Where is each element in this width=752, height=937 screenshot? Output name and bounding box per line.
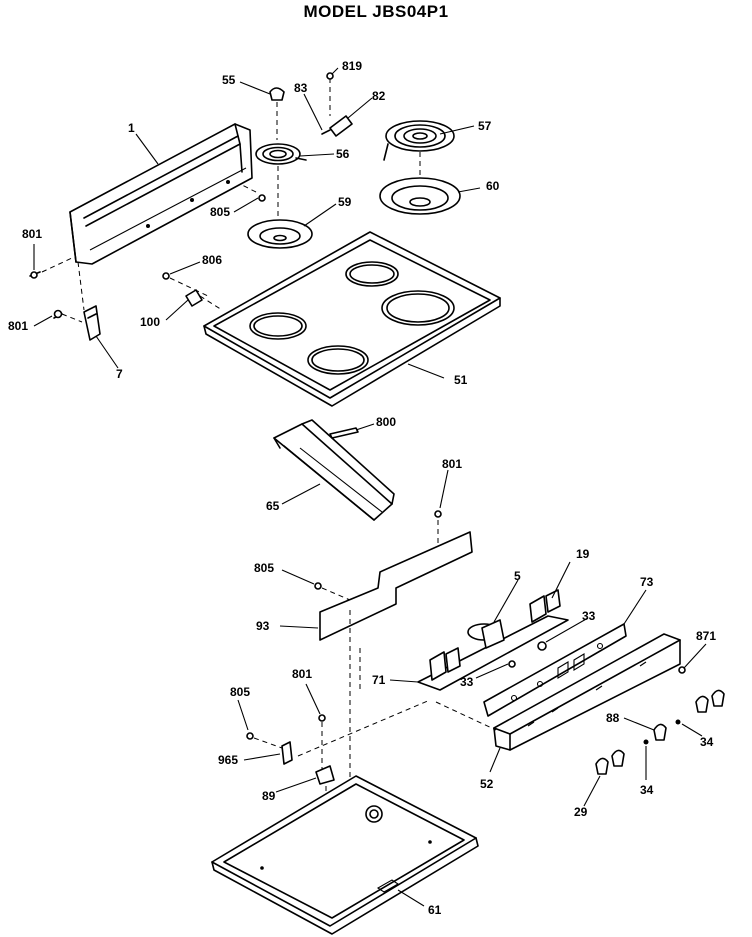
part-93-shield bbox=[314, 510, 473, 910]
label-part-55: 55 bbox=[222, 73, 236, 87]
label-part-57: 57 bbox=[478, 119, 492, 133]
label-part-7: 7 bbox=[116, 367, 123, 381]
label-part-82: 82 bbox=[372, 89, 386, 103]
label-part-33-lower: 33 bbox=[460, 675, 474, 689]
label-part-819: 819 bbox=[342, 59, 363, 73]
part-805-screw-upper bbox=[239, 183, 266, 202]
part-56-surface-unit-small bbox=[255, 143, 307, 218]
diagram-title: MODEL JBS04P1 bbox=[303, 2, 449, 21]
label-part-805-lower: 805 bbox=[230, 685, 251, 699]
label-part-59: 59 bbox=[338, 195, 352, 209]
part-88-knob bbox=[653, 689, 725, 741]
part-801-screw-left bbox=[29, 257, 73, 279]
part-805-screw-lower bbox=[246, 732, 283, 749]
label-part-29: 29 bbox=[574, 805, 588, 819]
label-part-801-lower: 801 bbox=[8, 319, 29, 333]
part-965-bracket bbox=[281, 741, 293, 765]
label-part-73: 73 bbox=[640, 575, 654, 589]
part-7-bracket bbox=[77, 261, 101, 341]
label-part-871: 871 bbox=[696, 629, 717, 643]
label-part-51: 51 bbox=[454, 373, 468, 387]
part-800-clip bbox=[329, 427, 359, 439]
leader-lines bbox=[33, 67, 707, 907]
label-part-805-upper: 805 bbox=[210, 205, 231, 219]
label-part-806: 806 bbox=[202, 253, 223, 267]
part-51-cooktop bbox=[203, 231, 501, 407]
leader-dashed-lines bbox=[297, 699, 497, 757]
label-part-61: 61 bbox=[428, 903, 442, 917]
part-1-backsplash bbox=[69, 123, 253, 265]
label-part-60: 60 bbox=[486, 179, 500, 193]
label-part-34-lower: 34 bbox=[640, 783, 654, 797]
part-82-receptacle bbox=[321, 78, 353, 137]
label-part-19: 19 bbox=[576, 547, 590, 561]
part-806-screw bbox=[162, 272, 209, 297]
label-part-801-shield: 801 bbox=[442, 457, 463, 471]
label-part-88: 88 bbox=[606, 711, 620, 725]
label-part-801-bottom: 801 bbox=[292, 667, 313, 681]
label-part-34-right: 34 bbox=[700, 735, 714, 749]
label-part-965: 965 bbox=[218, 753, 239, 767]
label-part-1: 1 bbox=[128, 121, 135, 135]
label-part-65: 65 bbox=[266, 499, 280, 513]
part-55-knob bbox=[269, 87, 285, 140]
label-part-56: 56 bbox=[336, 147, 350, 161]
label-part-100: 100 bbox=[140, 315, 161, 329]
label-part-33-upper: 33 bbox=[582, 609, 596, 623]
part-34-screws bbox=[643, 719, 681, 745]
part-71-switch-bracket bbox=[417, 589, 569, 691]
label-part-52: 52 bbox=[480, 777, 494, 791]
label-part-805-shield: 805 bbox=[254, 561, 275, 575]
label-part-89: 89 bbox=[262, 789, 276, 803]
part-73-inner-panel bbox=[483, 623, 627, 717]
part-89-clip bbox=[315, 765, 335, 785]
label-part-83: 83 bbox=[294, 81, 308, 95]
part-60-drip-pan-large bbox=[379, 177, 461, 215]
part-59-drip-pan-small bbox=[247, 219, 313, 249]
part-57-surface-unit-large bbox=[383, 120, 455, 198]
part-65-channel bbox=[273, 419, 395, 521]
label-part-71: 71 bbox=[372, 673, 386, 687]
part-52-front-panel bbox=[493, 633, 686, 751]
part-819-screw bbox=[326, 72, 334, 80]
label-part-93: 93 bbox=[256, 619, 270, 633]
label-part-801-left: 801 bbox=[22, 227, 43, 241]
label-part-800: 800 bbox=[376, 415, 397, 429]
part-29-knob bbox=[595, 749, 625, 775]
part-100-clip bbox=[185, 289, 223, 311]
part-61-bottom-pan bbox=[211, 775, 479, 935]
part-801-screw-lower bbox=[53, 309, 83, 323]
label-part-5: 5 bbox=[514, 569, 521, 583]
